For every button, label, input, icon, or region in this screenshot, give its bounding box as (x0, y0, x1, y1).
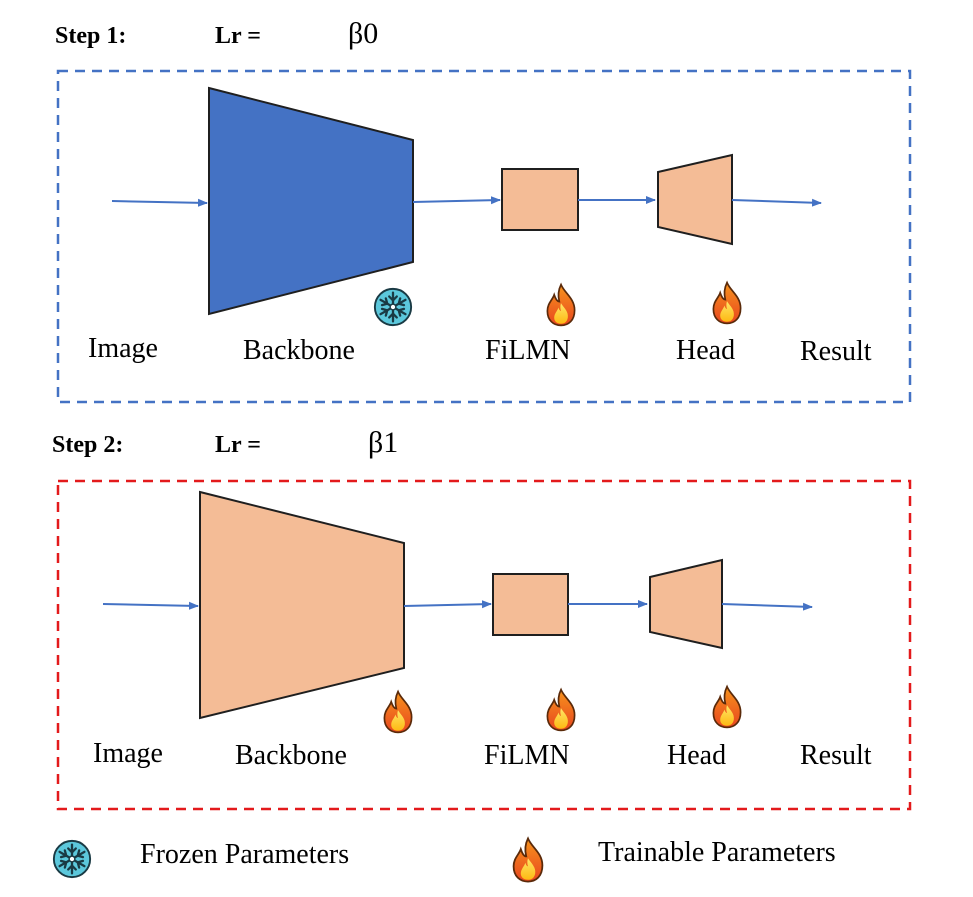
step-1-head-label: Head (676, 335, 735, 366)
step-1-arrow-head-result (731, 198, 822, 207)
step-1-arrow-backbone-filmn (412, 196, 501, 205)
step-2-head-block (649, 558, 723, 650)
step-2-lr-value: β1 (368, 426, 398, 459)
step-1-frame (56, 69, 912, 404)
step-2-result-label: Result (800, 740, 872, 771)
fire-icon (712, 685, 742, 729)
step-1: Step 1: Lr = β0 Image Backbone FiLMN Hea… (55, 17, 912, 404)
step-2-filmn-block (492, 573, 569, 636)
legend: Frozen Parameters Trainable Parameters (52, 837, 836, 883)
step-2-frame (56, 479, 912, 811)
fire-icon (712, 281, 742, 325)
step-1-filmn-block (501, 168, 579, 231)
step-2-heading: Step 2: (52, 432, 123, 458)
legend-frozen-label: Frozen Parameters (140, 839, 349, 870)
fire-icon (546, 688, 576, 732)
step-1-backbone-label: Backbone (243, 335, 355, 366)
step-2-filmn-label: FiLMN (484, 740, 570, 771)
step-1-filmn-label: FiLMN (485, 335, 571, 366)
legend-trainable-label: Trainable Parameters (598, 837, 836, 868)
step-1-backbone-block (208, 86, 414, 316)
fire-icon (383, 690, 413, 734)
step-2: Step 2: Lr = β1 Image Backbone FiLMN Hea… (52, 426, 912, 811)
fire-icon (512, 837, 544, 883)
fire-icon (546, 283, 576, 327)
snowflake-icon (52, 839, 92, 879)
step-2-head-label: Head (667, 740, 726, 771)
step-2-arrow-head-result (721, 602, 813, 611)
step-1-head-block (657, 153, 733, 246)
step-1-image-label: Image (88, 333, 158, 364)
step-2-arrow-backbone-filmn (403, 600, 492, 609)
snowflake-icon (373, 287, 413, 327)
step-1-result-label: Result (800, 336, 872, 367)
step-2-lr-label: Lr = (215, 432, 261, 458)
step-1-lr-value: β0 (348, 17, 378, 50)
step-2-image-label: Image (93, 738, 163, 769)
step-1-heading: Step 1: (55, 23, 126, 49)
step-1-arrow-image-backbone (111, 198, 208, 207)
step-2-backbone-block (199, 490, 405, 720)
step-2-arrow-image-backbone (102, 601, 199, 610)
step-2-backbone-label: Backbone (235, 740, 347, 771)
step-1-lr-label: Lr = (215, 23, 261, 49)
